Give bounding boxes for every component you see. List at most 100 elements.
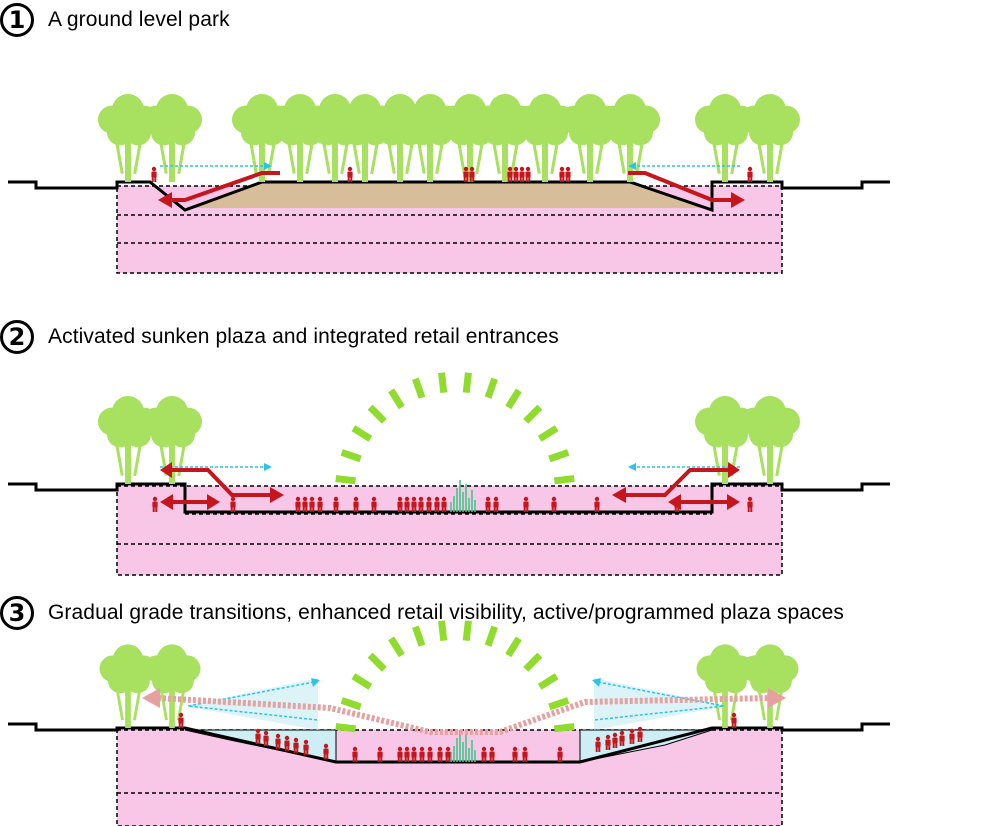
person-icon bbox=[333, 496, 339, 512]
person-icon bbox=[434, 496, 440, 512]
section-3-number: 3 bbox=[0, 596, 34, 630]
section-2-heading: 2 Activated sunken plaza and integrated … bbox=[0, 320, 559, 354]
person-icon bbox=[557, 746, 563, 762]
person-icon bbox=[178, 712, 184, 728]
section-1-number: 1 bbox=[0, 3, 34, 37]
person-icon bbox=[151, 166, 157, 182]
person-icon bbox=[418, 496, 424, 512]
person-icon bbox=[522, 746, 528, 762]
person-icon bbox=[551, 496, 557, 512]
ground-line bbox=[8, 180, 890, 213]
circulation-dotted-arrow bbox=[768, 688, 786, 708]
double-arrow-icon bbox=[625, 468, 730, 497]
person-icon bbox=[411, 496, 417, 512]
section-1-caption: A ground level park bbox=[48, 8, 230, 31]
person-icon bbox=[512, 746, 518, 762]
sightline-arrow-icon bbox=[593, 681, 725, 721]
double-arrow-icon bbox=[728, 462, 740, 478]
person-icon bbox=[674, 496, 680, 512]
underground-volume bbox=[116, 485, 783, 576]
person-icon bbox=[255, 728, 261, 744]
tree-icon bbox=[142, 94, 202, 182]
section-1-heading: 1 A ground level park bbox=[0, 3, 230, 37]
person-icon bbox=[463, 166, 469, 182]
person-icon bbox=[619, 730, 625, 746]
person-icon bbox=[419, 746, 425, 762]
double-arrow-icon bbox=[727, 494, 740, 510]
person-icon bbox=[489, 746, 495, 762]
tree-icon bbox=[695, 94, 755, 182]
sightline-arrow-icon bbox=[187, 681, 319, 721]
person-icon bbox=[347, 166, 353, 182]
section-1-diagram bbox=[8, 94, 890, 274]
sightline-arrow-icon bbox=[264, 162, 272, 170]
person-icon bbox=[323, 743, 329, 759]
person-icon bbox=[377, 746, 383, 762]
person-icon bbox=[404, 496, 410, 512]
person-icon bbox=[152, 496, 158, 512]
section-3-heading: 3 Gradual grade transitions, enhanced re… bbox=[0, 596, 844, 630]
fountain-icon bbox=[450, 730, 476, 762]
person-icon bbox=[747, 496, 753, 512]
section-1: 1 A ground level park bbox=[0, 0, 1000, 290]
double-arrow-icon bbox=[612, 487, 626, 503]
person-icon bbox=[293, 737, 299, 753]
tree-icon bbox=[741, 644, 799, 728]
tree-icon bbox=[98, 94, 158, 182]
sightline-arrow-icon bbox=[628, 463, 636, 471]
person-icon bbox=[525, 166, 531, 182]
tree-icon bbox=[98, 396, 800, 484]
double-arrow-icon bbox=[731, 192, 745, 208]
fountain-icon bbox=[450, 480, 476, 512]
underground-volume bbox=[116, 729, 783, 826]
section-3-diagram bbox=[8, 620, 890, 826]
person-icon bbox=[404, 746, 410, 762]
double-arrow-icon bbox=[270, 487, 284, 503]
person-icon bbox=[594, 496, 600, 512]
person-icon bbox=[507, 166, 513, 182]
person-icon bbox=[595, 736, 601, 752]
tree-icon bbox=[600, 94, 660, 182]
tree-icon bbox=[515, 94, 575, 182]
person-icon bbox=[493, 496, 499, 512]
double-arrow-icon bbox=[170, 468, 272, 497]
person-icon bbox=[317, 496, 323, 512]
person-icon bbox=[284, 735, 290, 751]
tree-icon bbox=[232, 94, 292, 182]
person-icon bbox=[230, 496, 236, 512]
person-icon bbox=[513, 166, 519, 182]
section-3-caption: Gradual grade transitions, enhanced reta… bbox=[48, 601, 845, 624]
tree-icon bbox=[696, 644, 754, 728]
arch-canopy-icon bbox=[335, 620, 575, 733]
tree-icon bbox=[143, 644, 201, 728]
double-arrow-icon bbox=[160, 462, 172, 478]
person-icon bbox=[637, 726, 643, 742]
person-icon bbox=[353, 496, 359, 512]
double-arrow-icon bbox=[207, 494, 220, 510]
tree-icon bbox=[99, 644, 799, 728]
person-icon bbox=[519, 166, 525, 182]
sightline-arrow-icon bbox=[311, 678, 320, 687]
person-icon bbox=[485, 496, 491, 512]
person-icon bbox=[559, 166, 565, 182]
person-icon bbox=[411, 746, 417, 762]
person-icon bbox=[352, 746, 358, 762]
person-icon bbox=[371, 496, 377, 512]
person-icon bbox=[605, 734, 611, 750]
tree-icon bbox=[98, 396, 158, 484]
people-group bbox=[178, 712, 737, 762]
people-group bbox=[152, 496, 753, 512]
person-icon bbox=[523, 496, 529, 512]
section-2-number: 2 bbox=[0, 320, 34, 354]
person-icon bbox=[275, 733, 281, 749]
section-2-diagram bbox=[8, 372, 890, 576]
person-icon bbox=[445, 746, 451, 762]
park-soil-mound bbox=[185, 182, 712, 208]
person-icon bbox=[303, 739, 309, 755]
section-2: 2 Activated sunken plaza and integrated … bbox=[0, 290, 1000, 580]
people-group bbox=[151, 166, 753, 182]
double-arrow-icon bbox=[160, 494, 173, 510]
person-icon bbox=[565, 166, 571, 182]
double-arrow-icon bbox=[628, 171, 732, 202]
sightline-arrow-icon bbox=[592, 678, 601, 687]
